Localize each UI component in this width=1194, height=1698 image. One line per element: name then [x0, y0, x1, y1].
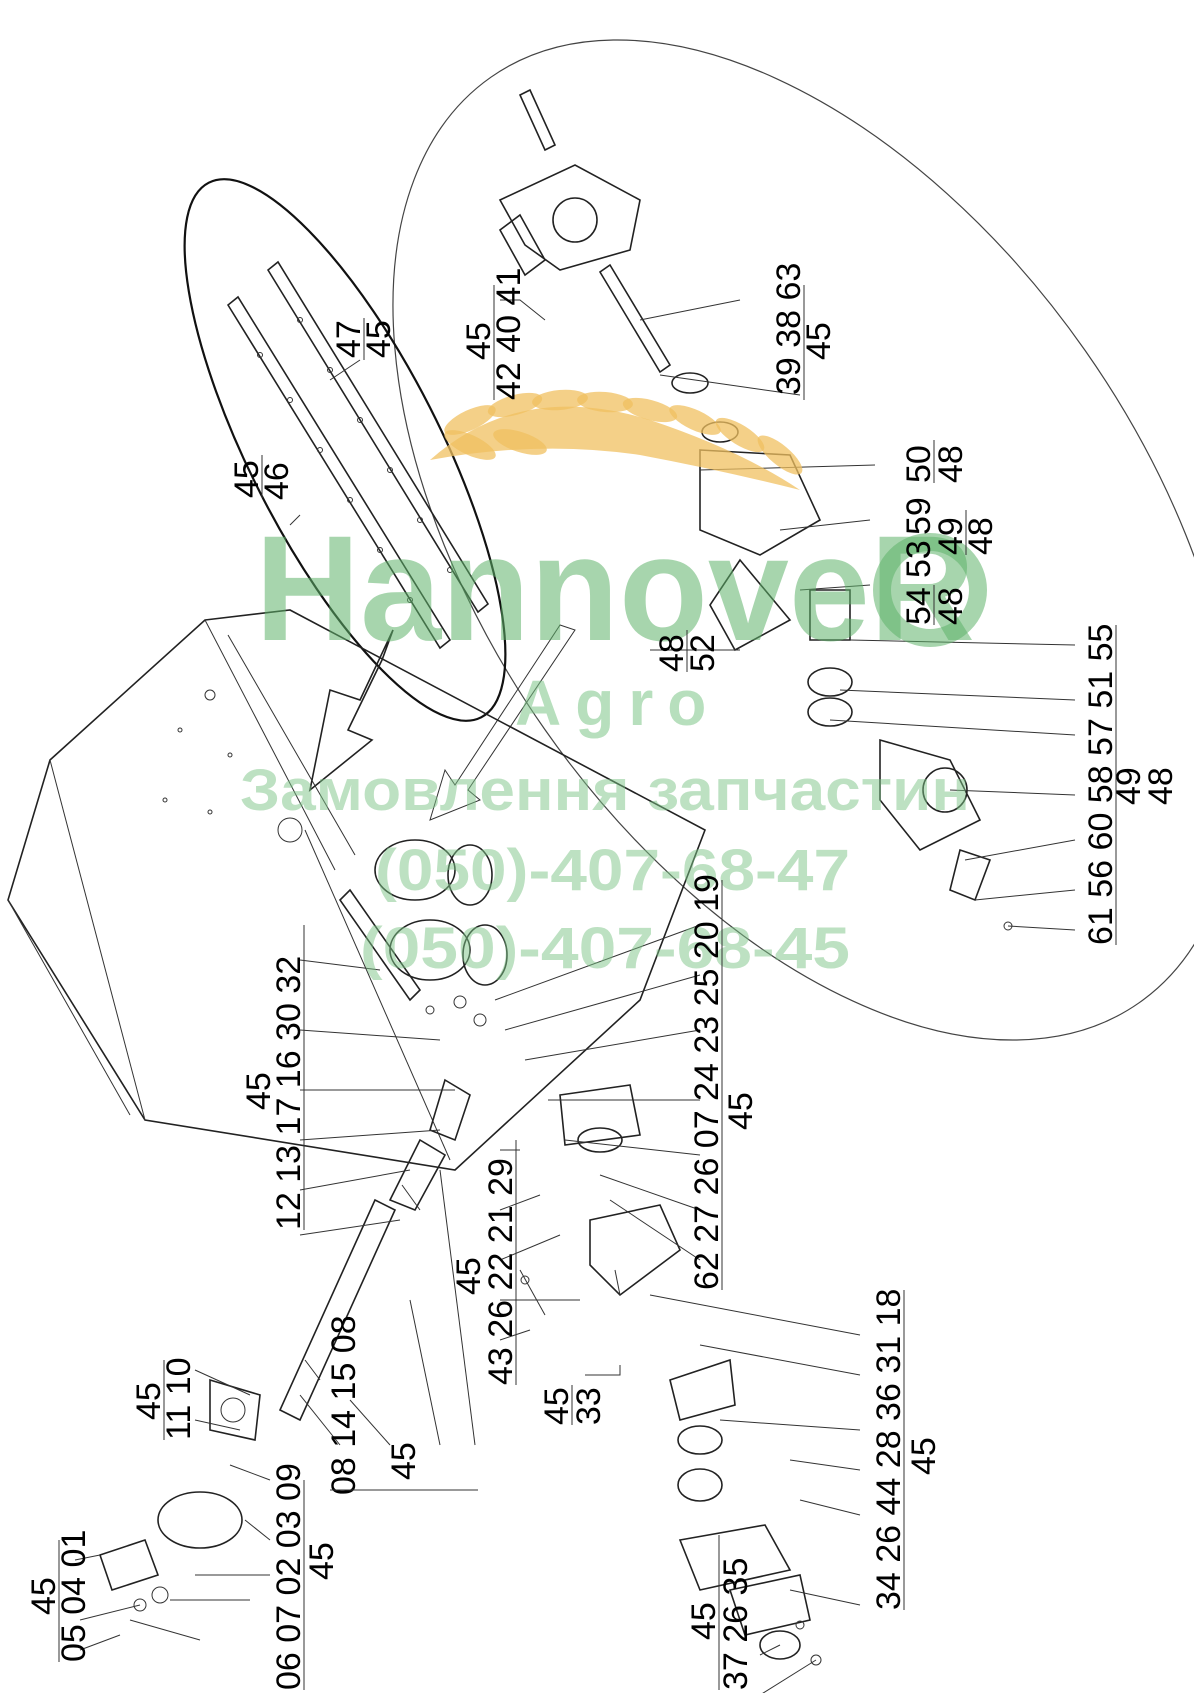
part-label: 05 04 01 — [55, 1530, 93, 1662]
label-group-19: 62 27 26 07 24 23 25 20 19 45 — [688, 874, 760, 1290]
watermark-sub: Agro — [515, 667, 720, 739]
part-label: 08 14 15 08 — [325, 1315, 363, 1495]
gearbox-assembly-left — [338, 839, 508, 1002]
watermark-brand: HannoveR — [255, 504, 975, 672]
part-label: 50 — [900, 445, 938, 483]
part-label: 46 — [258, 462, 296, 500]
part-label: 42 40 41 — [490, 268, 528, 400]
rail-parts — [226, 260, 490, 650]
gearbox-lower — [519, 1084, 822, 1666]
callout-arrow-left — [308, 629, 394, 793]
part-label: 45 — [538, 1387, 576, 1425]
watermark-phone-2: (050)-407-68-45 — [360, 916, 850, 981]
label-group-09-01: 06 07 02 03 09 45 — [270, 1463, 341, 1690]
part-label: 33 — [570, 1387, 608, 1425]
part-label: 45 — [228, 460, 266, 498]
label-group-18: 34 26 44 28 36 31 18 45 — [870, 1289, 943, 1610]
part-label: 06 07 02 03 09 — [270, 1463, 308, 1690]
label-group-61-55: 61 56 60 58 57 51 55 49 48 — [1082, 624, 1180, 945]
detail-ellipse-rails — [183, 178, 507, 722]
part-label: 45 — [800, 322, 838, 360]
part-label: 61 56 60 58 57 51 55 — [1082, 624, 1120, 945]
label-group-48-52: 48 52 — [653, 630, 722, 672]
part-label: 45 — [25, 1577, 63, 1615]
label-group-45-46: 45 46 — [228, 455, 296, 500]
part-label: 45 — [385, 1442, 423, 1480]
part-label: 45 — [905, 1437, 943, 1475]
part-label: 52 — [684, 634, 722, 672]
part-label: 48 — [932, 445, 970, 483]
part-label: 45 — [240, 1072, 278, 1110]
leader-lines — [74, 299, 1076, 1696]
part-label: 39 38 63 — [770, 263, 808, 395]
label-group-12-32: 45 12 13 17 16 30 32 — [240, 925, 308, 1230]
watermark-gear — [873, 533, 987, 647]
part-label: 54 — [900, 587, 938, 625]
part-label: 12 13 17 16 30 32 — [270, 956, 308, 1230]
label-group-45-33: 45 33 — [538, 1385, 608, 1425]
detail-ellipse-right — [392, 39, 1194, 1041]
part-label: 11 10 — [160, 1357, 198, 1440]
label-group-45-11-10: 45 11 10 — [130, 1357, 198, 1440]
machine-body — [7, 609, 706, 1171]
watermark-wheat-emblem — [430, 389, 803, 490]
part-label: 43 26 22 21 29 — [482, 1158, 520, 1385]
part-label: 53 — [900, 540, 938, 578]
label-group-59-49-48: 59 49 48 — [900, 497, 1000, 555]
label-group-47-45: 47 45 — [330, 318, 398, 360]
part-label: 48 — [653, 634, 691, 672]
part-label: 49 — [932, 517, 970, 555]
part-label: 48 — [1142, 767, 1180, 805]
part-label: 45 — [130, 1382, 168, 1420]
part-label: 62 27 26 07 24 23 25 20 19 — [688, 874, 726, 1290]
watermark-line: Замовлення запчастин — [240, 758, 970, 823]
label-group-42-40-41: 45 42 40 41 — [460, 268, 528, 400]
part-label: 45 — [450, 1257, 488, 1295]
part-label: 45 — [360, 320, 398, 358]
part-label: 48 — [962, 517, 1000, 555]
part-label: 45 — [303, 1542, 341, 1580]
part-label: 37 26 35 — [717, 1558, 755, 1690]
label-group-39-38-63: 39 38 63 45 — [770, 263, 838, 400]
label-group-08-14-15-08: 08 14 15 08 45 — [325, 1315, 478, 1495]
part-label: 34 26 44 28 36 31 18 — [870, 1289, 908, 1610]
label-group-43-29: 45 43 26 22 21 29 — [450, 1140, 520, 1385]
label-group-05-04-01: 45 05 04 01 — [25, 1530, 93, 1662]
part-label: 48 — [932, 587, 970, 625]
part-label: 59 — [900, 497, 938, 535]
part-label: 45 — [722, 1092, 760, 1130]
part-label: 47 — [330, 320, 368, 358]
label-group-50-48: 50 48 — [900, 440, 970, 483]
label-group-37-35: 45 37 26 35 — [685, 1535, 755, 1690]
watermark-phone-1: (050)-407-68-47 — [375, 838, 850, 903]
drive-shaft — [98, 1078, 471, 1612]
callout-arrow-right — [429, 624, 576, 821]
part-label: 45 — [460, 322, 498, 360]
gearbox-upper — [498, 88, 672, 374]
label-group-53-54-48: 53 54 48 — [900, 540, 970, 625]
part-label: 45 — [685, 1602, 723, 1640]
